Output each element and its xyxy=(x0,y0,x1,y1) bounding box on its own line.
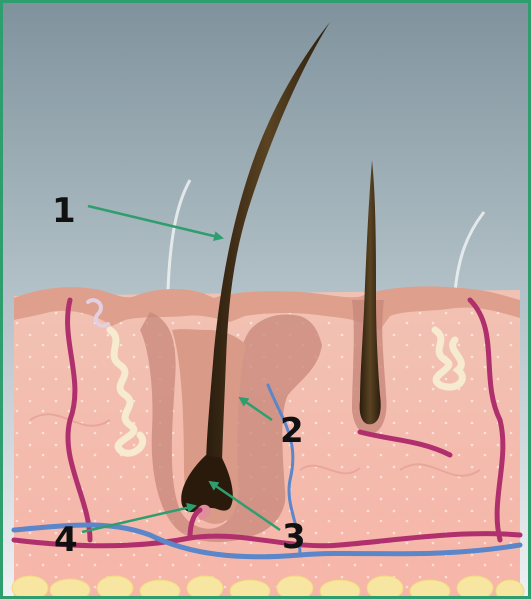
callout-label-4: 4 xyxy=(54,520,78,560)
callout-label-2: 2 xyxy=(280,411,304,451)
callout-label-1: 1 xyxy=(52,191,76,231)
callout-label-3: 3 xyxy=(282,517,306,557)
